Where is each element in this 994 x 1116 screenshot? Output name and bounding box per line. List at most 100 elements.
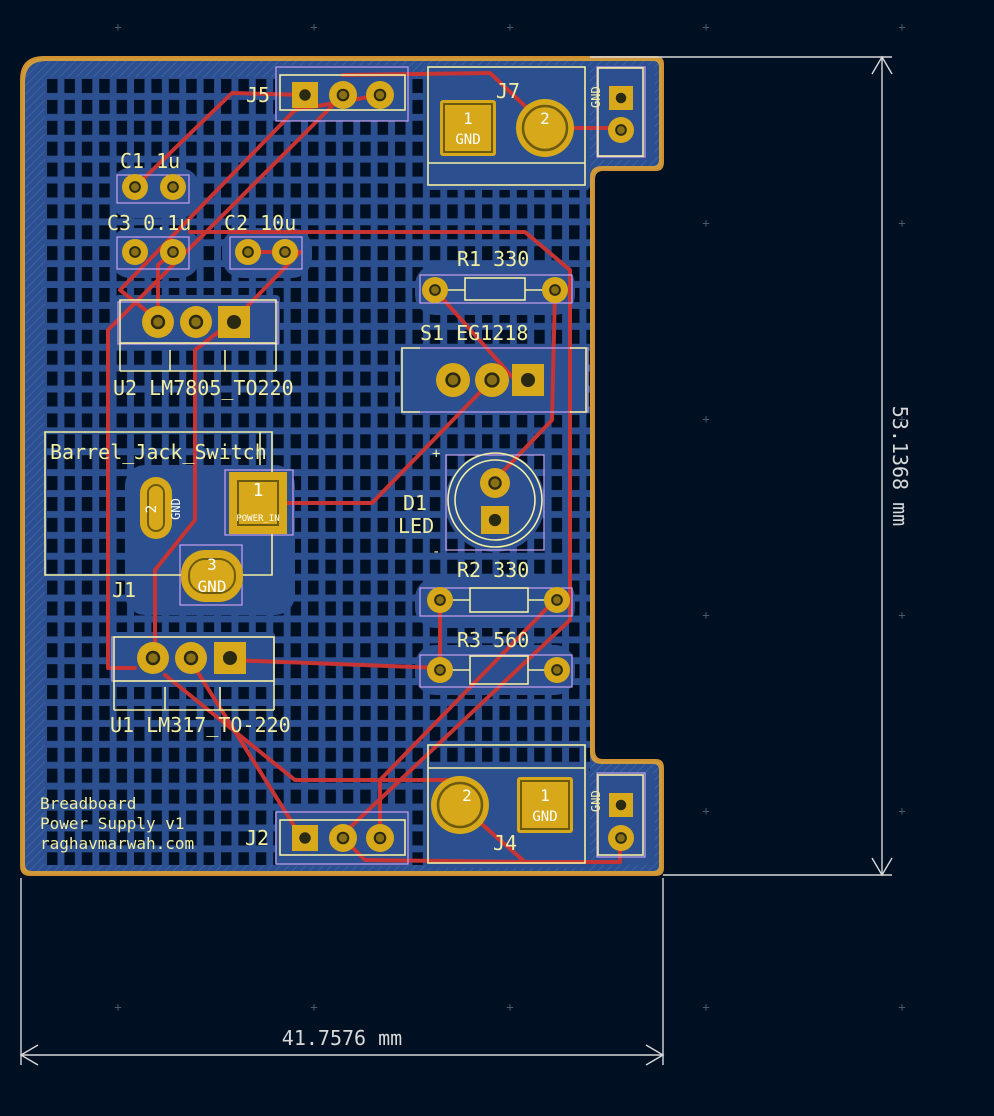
ref-u1: U1 LM317_TO-220 bbox=[110, 713, 291, 737]
brand-text: Breadboard Power Supply v1 raghavmarwah.… bbox=[40, 794, 194, 853]
round-pad bbox=[475, 363, 509, 397]
grid-cross: + bbox=[898, 20, 905, 34]
ref-u2: U2 LM7805_TO220 bbox=[113, 376, 294, 400]
round-pad bbox=[175, 642, 207, 674]
round-pad bbox=[436, 363, 470, 397]
ref-j7: J7 bbox=[496, 79, 520, 103]
pad-label: 1 bbox=[253, 480, 264, 501]
dimension-width-label: 41.7576 mm bbox=[282, 1026, 402, 1050]
j7-gnd-label: GND bbox=[589, 86, 603, 108]
terminal-pad-square bbox=[440, 100, 496, 156]
ref-r3: R3 560 bbox=[457, 628, 529, 652]
round-pad bbox=[366, 824, 394, 852]
round-pad bbox=[235, 239, 261, 265]
dimension-height bbox=[590, 55, 893, 877]
ref-j4: J4 bbox=[493, 831, 517, 855]
square-pad bbox=[292, 82, 318, 108]
round-pad bbox=[422, 277, 448, 303]
ref-s1: S1 EG1218 bbox=[420, 321, 528, 345]
pad-label: 1 bbox=[540, 786, 550, 805]
round-pad bbox=[122, 239, 148, 265]
brand-line-2: Power Supply v1 bbox=[40, 814, 185, 833]
terminal-pad-round bbox=[431, 776, 489, 834]
silkscreen-text: C1 1u C3 0.1u C2 10u U2 LM7805_TO220 U1 … bbox=[50, 79, 603, 855]
round-pad bbox=[329, 81, 357, 109]
grid-cross: + bbox=[702, 20, 709, 34]
square-pad bbox=[218, 306, 250, 338]
round-pad bbox=[137, 642, 169, 674]
square-pad bbox=[214, 642, 246, 674]
square-pad bbox=[609, 86, 633, 110]
dimension-height-label: 53.1368 mm bbox=[888, 406, 912, 526]
terminal-pad-square bbox=[517, 777, 573, 833]
brand-line-1: Breadboard bbox=[40, 794, 136, 813]
led-minus-marker: - bbox=[432, 544, 440, 560]
dimension-width bbox=[19, 878, 665, 1066]
round-pad bbox=[544, 587, 570, 613]
pad-label: 2 bbox=[144, 505, 160, 513]
grid-cross: + bbox=[898, 1000, 905, 1014]
pad-label: 2 bbox=[462, 786, 472, 805]
silkscreen-shapes bbox=[44, 66, 644, 864]
grid-cross: + bbox=[702, 412, 709, 426]
ref-c3: C3 0.1u bbox=[107, 211, 191, 235]
round-pad bbox=[142, 306, 174, 338]
round-pad bbox=[329, 824, 357, 852]
pad-label: 3 bbox=[207, 555, 217, 574]
led-plus-marker: + bbox=[432, 446, 440, 462]
barrel-jack-pads bbox=[140, 472, 287, 602]
grid-cross: + bbox=[506, 20, 513, 34]
square-pad bbox=[481, 506, 509, 534]
round-pad bbox=[272, 239, 298, 265]
brand-line-3: raghavmarwah.com bbox=[40, 834, 194, 853]
ref-r2: R2 330 bbox=[457, 558, 529, 582]
grid-cross: + bbox=[702, 608, 709, 622]
ref-d1: D1 bbox=[403, 491, 427, 515]
grid-cross: + bbox=[702, 216, 709, 230]
round-pad bbox=[542, 277, 568, 303]
square-pad bbox=[292, 825, 318, 851]
ref-j5: J5 bbox=[246, 83, 270, 107]
grid-cross: + bbox=[506, 1000, 513, 1014]
grid-cross: + bbox=[114, 1000, 121, 1014]
pad-label: GND bbox=[455, 132, 480, 148]
j4-gnd-label: GND bbox=[589, 790, 603, 812]
round-pad bbox=[608, 117, 634, 143]
grid-cross: + bbox=[114, 20, 121, 34]
value-d1: LED bbox=[398, 514, 434, 538]
canvas-grid-dots: + + + + + + + + + + + + + + + + + + bbox=[114, 20, 905, 1014]
grid-cross: + bbox=[898, 804, 905, 818]
round-pad bbox=[160, 239, 186, 265]
ref-j1: J1 bbox=[112, 578, 136, 602]
value-j1: Barrel_Jack_Switch bbox=[50, 440, 267, 464]
round-pad bbox=[122, 174, 148, 200]
ref-c2: C2 10u bbox=[224, 211, 296, 235]
ref-c1: C1 1u bbox=[120, 149, 180, 173]
pad-label: POWER_IN bbox=[236, 514, 279, 524]
round-pad bbox=[427, 657, 453, 683]
grid-cross: + bbox=[702, 804, 709, 818]
round-pad bbox=[160, 174, 186, 200]
terminal-pad-round bbox=[516, 99, 574, 157]
square-pad bbox=[512, 364, 544, 396]
round-pad bbox=[544, 657, 570, 683]
pad-label: 1 bbox=[463, 109, 473, 128]
square-pad bbox=[609, 793, 633, 817]
grid-cross: + bbox=[310, 1000, 317, 1014]
pad-label: GND bbox=[169, 498, 183, 520]
round-pad bbox=[480, 468, 510, 498]
grid-cross: + bbox=[702, 1000, 709, 1014]
grid-cross: + bbox=[898, 216, 905, 230]
grid-cross: + bbox=[310, 20, 317, 34]
pad-label: 2 bbox=[540, 109, 550, 128]
round-pad bbox=[366, 81, 394, 109]
ref-r1: R1 330 bbox=[457, 247, 529, 271]
round-pad bbox=[608, 825, 634, 851]
pad-label: GND bbox=[198, 577, 227, 596]
pad-label: GND bbox=[532, 809, 557, 825]
ref-j2: J2 bbox=[245, 826, 269, 850]
round-pad bbox=[180, 306, 212, 338]
grid-cross: + bbox=[898, 608, 905, 622]
